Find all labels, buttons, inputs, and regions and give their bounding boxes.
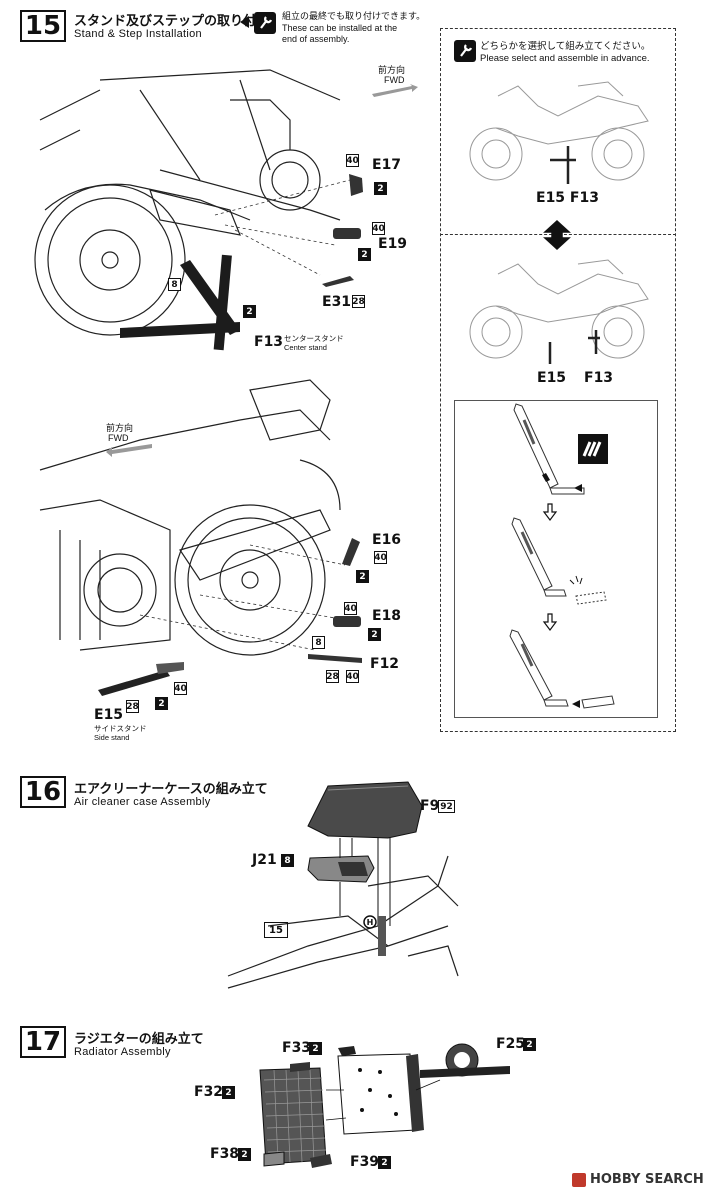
- option-1-label: E15 F13: [536, 190, 599, 206]
- choice-panel: [440, 28, 676, 732]
- step-number-16: 16: [20, 776, 66, 808]
- paint-e31-1: 28: [352, 295, 365, 308]
- part-label-e19: E19: [378, 236, 408, 252]
- ref-step-15-box: 15: [264, 922, 288, 938]
- step-16-title-jp: エアクリーナーケースの組み立て: [74, 782, 268, 797]
- watermark-text: HOBBY SEARCH: [590, 1172, 704, 1187]
- step-17-title-jp: ラジエターの組み立て: [74, 1032, 204, 1047]
- part-label-f13: F13: [254, 334, 284, 350]
- stand-detail-box: [454, 400, 658, 718]
- paint-e17-2: 2: [374, 182, 387, 195]
- fwd-arrow-top-icon: [372, 84, 418, 97]
- fwd-label-en-bottom: FWD: [108, 433, 129, 443]
- option-2-label-b: F13: [584, 370, 614, 386]
- step-15-note-en-2: end of assembly.: [282, 34, 350, 44]
- part-e19-shape: [333, 228, 361, 239]
- part-label-f33: F33: [282, 1040, 312, 1056]
- paint-f25: 2: [523, 1038, 536, 1051]
- e15-desc-en: Side stand: [94, 733, 130, 742]
- bike-side-drawing: [39, 379, 346, 656]
- paint-f39: 2: [378, 1156, 391, 1169]
- paint-e19-1: 40: [372, 222, 385, 235]
- step-16-title-en: Air cleaner case Assembly: [74, 796, 211, 808]
- part-e18-shape: [333, 616, 361, 627]
- step-number-17: 17: [20, 1026, 66, 1058]
- part-label-f39: F39: [350, 1154, 380, 1170]
- choice-note-en: Please select and assemble in advance.: [480, 53, 650, 64]
- step-number-15: 15: [20, 10, 66, 42]
- part-e15-shape: [98, 662, 184, 696]
- paint-f12-1: 8: [312, 636, 325, 649]
- part-e16-shape: [342, 538, 360, 566]
- part-label-f32: F32: [194, 1084, 224, 1100]
- paint-e16-1: 40: [374, 551, 387, 564]
- part-e17-shape: [349, 174, 363, 196]
- part-f12-shape: [308, 654, 362, 663]
- bike-silhouette-center-stand: [469, 81, 649, 184]
- radiator-drawing: [259, 1043, 510, 1168]
- paint-e15-3: 40: [174, 682, 187, 695]
- paint-e18-2: 2: [368, 628, 381, 641]
- watermark-logo-icon: [572, 1172, 586, 1187]
- paint-e17-1: 40: [346, 154, 359, 167]
- marker-h-label: H: [366, 917, 374, 927]
- step-15-title-jp: スタンド及びステップの取り付け: [74, 14, 270, 29]
- paint-j21: 8: [281, 854, 294, 867]
- fwd-label-jp-top: 前方向: [378, 65, 406, 75]
- paint-f13-1: 8: [168, 278, 181, 291]
- part-label-f12: F12: [370, 656, 400, 672]
- f13-desc-jp: センタースタンド: [284, 334, 344, 343]
- wrench-choice-icon: [454, 40, 476, 62]
- wrench-note-icon: [254, 12, 276, 34]
- paint-e18-1: 40: [344, 602, 357, 615]
- part-label-e18: E18: [372, 608, 402, 624]
- part-label-f38: F38: [210, 1146, 240, 1162]
- choice-note-jp: どちらかを選択して組み立てください。: [480, 41, 651, 52]
- paint-f33: 2: [309, 1042, 322, 1055]
- air-cleaner-drawing: [227, 781, 459, 989]
- part-label-e16: E16: [372, 532, 402, 548]
- marker-block-icon: [578, 434, 608, 464]
- part-label-e17: E17: [372, 157, 402, 173]
- up-down-arrow-icon: [543, 219, 571, 251]
- f13-desc-en: Center stand: [284, 343, 327, 352]
- paint-f38: 2: [238, 1148, 251, 1161]
- paint-e15-1: 28: [126, 700, 139, 713]
- option-2-label-a: E15: [537, 370, 567, 386]
- paint-f32: 2: [222, 1086, 235, 1099]
- bike-rear-drawing: [34, 69, 351, 351]
- e15-desc-jp: サイドスタンド: [94, 724, 147, 733]
- bike-silhouette-side-stand: [469, 259, 649, 364]
- paint-e15-2: 2: [155, 697, 168, 710]
- step-15-title-en: Stand & Step Installation: [74, 28, 202, 40]
- pointer-triangle-icon: [240, 16, 249, 28]
- paint-f12-3: 40: [346, 670, 359, 683]
- part-e31-shape: [322, 276, 354, 287]
- part-label-f9: F9: [420, 798, 440, 814]
- part-label-e31: E31: [322, 294, 352, 310]
- paint-e19-2: 2: [358, 248, 371, 261]
- paint-f13-2: 2: [243, 305, 256, 318]
- fwd-label-jp-bottom: 前方向: [106, 423, 134, 433]
- paint-e16-2: 2: [356, 570, 369, 583]
- part-label-j21: J21: [252, 852, 277, 868]
- fwd-label-en-top: FWD: [384, 75, 405, 85]
- watermark: HOBBY SEARCH: [572, 1172, 704, 1187]
- step-17-title-en: Radiator Assembly: [74, 1046, 171, 1058]
- paint-f9: 92: [438, 800, 455, 813]
- stand-detail-drawing: [509, 403, 615, 709]
- step-15-note-en-1: These can be installed at the: [282, 23, 398, 33]
- part-label-e15: E15: [94, 707, 124, 723]
- part-label-f25: F25: [496, 1036, 526, 1052]
- fwd-arrow-bottom-icon: [106, 444, 152, 457]
- paint-f12-2: 28: [326, 670, 339, 683]
- step-15-note-jp: 組立の最終でも取り付けできます。: [282, 11, 426, 21]
